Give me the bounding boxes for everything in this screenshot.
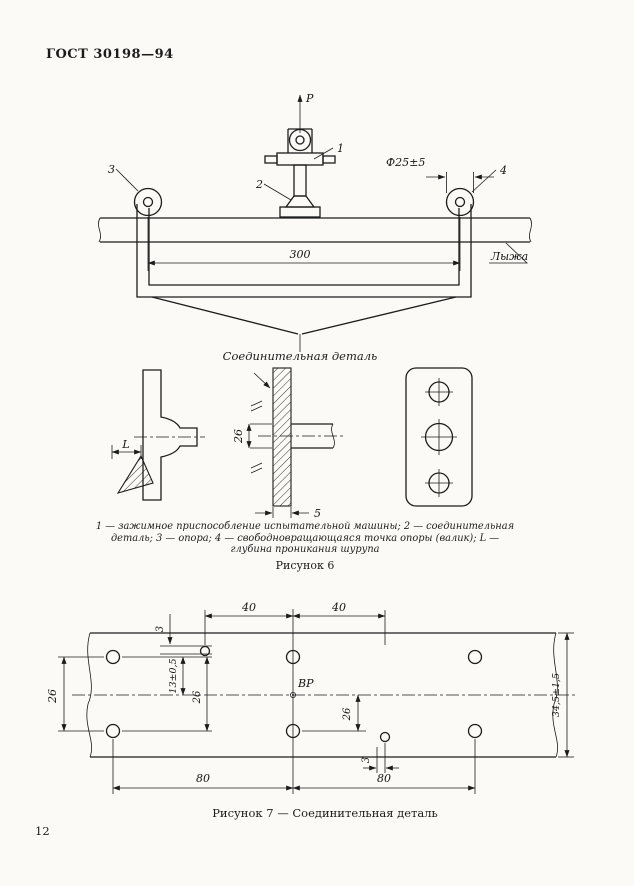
plate-holes (105, 645, 483, 743)
page-number: 12 (35, 824, 50, 838)
figure6-title: Рисунок 6 (275, 559, 335, 572)
offset-dimension-top: 3 (155, 614, 212, 655)
dim-26-inner-left: 26 (192, 690, 203, 704)
caption-line-2: деталь; 3 — опора; 4 — свободновращающая… (110, 532, 500, 544)
force-arrow: P (297, 92, 314, 133)
ski-board: Лыжа (98, 217, 532, 264)
bottom-dimensions: 80 80 (112, 739, 476, 794)
depth-label: L (121, 438, 129, 451)
dim-26-right: 26 (342, 707, 353, 721)
standard-number: ГОСТ 30198—94 (46, 47, 174, 62)
left-roller (133, 187, 163, 217)
connecting-bracket (136, 204, 472, 352)
caption-line-3: глубина проникания шурупа (230, 544, 380, 555)
roller-diameter-dimension: Ф25±5 (386, 156, 494, 193)
dim-width: 34,5±1,5 (551, 673, 562, 717)
right-inner-dimension: 26 (302, 694, 366, 732)
connecting-detail-label: Соединительная деталь (222, 349, 378, 363)
thickness-label: 5 (314, 507, 321, 520)
clamp-device (264, 128, 336, 218)
dim-3-top: 3 (155, 626, 166, 632)
detail-face-view (405, 367, 473, 507)
bp-point: ВР (289, 677, 314, 699)
bp-label: ВР (297, 677, 314, 690)
left-outer-dimension: 26 (46, 656, 104, 732)
top-dimensions: 40 40 (204, 601, 386, 645)
right-roller (445, 187, 475, 217)
force-label: P (305, 92, 314, 105)
figure6-assembly: P 1 2 Лыжа (98, 92, 532, 520)
diameter-label: Ф25±5 (386, 156, 425, 169)
callout-2: 2 (255, 178, 263, 191)
caption-line-1: 1 — зажимное приспособление испытательно… (95, 521, 515, 532)
figure6-caption: 1 — зажимное приспособление испытательно… (62, 521, 548, 556)
dim-3-bottom: 3 (361, 757, 372, 763)
left-inner-dimensions: 13±0,5 26 (122, 656, 212, 732)
figure7-title: Рисунок 7 — Соединительная деталь (212, 806, 438, 820)
callout-3: 3 (108, 163, 115, 176)
dim-40-right: 40 (331, 601, 346, 614)
dim-80-right: 80 (377, 772, 391, 785)
section-height-label: 26 (232, 429, 245, 444)
ski-label: Лыжа (490, 250, 528, 263)
dim-13: 13±0,5 (168, 658, 179, 693)
plate-body (72, 609, 578, 794)
callout-1: 1 (337, 142, 344, 155)
dim-26-outer-left: 26 (46, 689, 59, 704)
plate-width-dimension: 34,5±1,5 (551, 632, 574, 758)
detail-side-view: L (111, 369, 205, 501)
offset-dimension-bottom: 3 (361, 743, 399, 773)
dim-80-left: 80 (196, 772, 210, 785)
dim-40-left: 40 (241, 601, 256, 614)
figure7-plate-drawing: ВР 40 40 3 13±0,5 26 (46, 601, 578, 794)
span-dimension: 300 (147, 217, 461, 271)
span-label: 300 (290, 248, 311, 261)
callout-4: 4 (499, 164, 507, 177)
detail-section-view: 26 5 (232, 367, 344, 520)
